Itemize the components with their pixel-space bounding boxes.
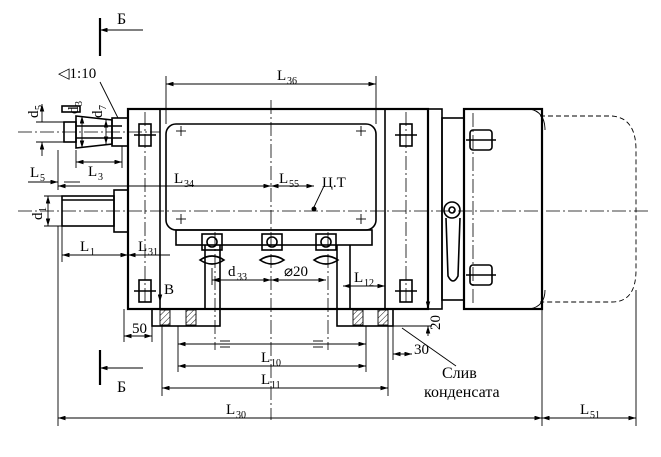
dim-d33-text: d <box>228 264 236 280</box>
taper-label: ◁1:10 <box>58 66 96 82</box>
dim-L11: L 11 <box>161 326 389 396</box>
dim-dia20-text: ⌀20 <box>284 264 308 280</box>
view-arrow-v: В <box>157 276 174 302</box>
dim-dia20: ⌀20 <box>271 264 326 283</box>
dim-L1-text: L <box>80 239 89 255</box>
view-letter-v: В <box>164 282 174 298</box>
dim-d7-text: d <box>90 110 106 118</box>
dim-L55-text: L <box>279 171 288 187</box>
dim-d1: d 1 <box>30 195 62 227</box>
dim-L30: L 30 <box>57 226 543 426</box>
electric-motor <box>427 107 637 311</box>
dim-L34-text: L <box>174 171 183 187</box>
dim-L36: L 36 <box>165 68 377 124</box>
svg-text:1: 1 <box>38 207 49 212</box>
dim-d7: d 7 <box>90 105 109 144</box>
dim-L51-text: L <box>580 402 589 418</box>
section-mark-top: Б <box>98 11 143 56</box>
dim-50: 50 <box>123 309 153 342</box>
dim-30-text: 30 <box>414 342 429 358</box>
dim-L5-text: L <box>30 165 39 181</box>
svg-text:33: 33 <box>237 272 247 283</box>
section-mark-bottom: Б <box>98 350 143 396</box>
dim-L3-text: L <box>88 164 97 180</box>
dim-L30-text: L <box>226 402 235 418</box>
dim-L31: L 31 <box>128 239 170 258</box>
dim-L36-text: L <box>277 68 286 84</box>
dim-d1-text: d <box>30 212 46 220</box>
dim-L3: L 3 <box>75 146 123 183</box>
svg-text:5: 5 <box>40 173 45 184</box>
svg-text:51: 51 <box>590 410 600 421</box>
center-of-gravity: Ц.Т <box>311 175 346 212</box>
dim-L10-text: L <box>261 350 270 366</box>
dim-L51: L 51 <box>542 290 637 426</box>
drain-label-line1: Слив <box>442 365 477 382</box>
dim-50-text: 50 <box>132 321 147 337</box>
dim-L1: L 1 <box>61 226 129 262</box>
dim-L34: L 34 <box>58 171 271 190</box>
dim-d33: d 33 <box>211 264 271 285</box>
dim-d5-text: d <box>26 110 42 118</box>
drain-label-line2: конденсата <box>424 384 500 401</box>
svg-text:11: 11 <box>271 380 281 391</box>
dim-L5: L 5 <box>28 150 80 190</box>
center-of-gravity-label: Ц.Т <box>322 175 346 191</box>
svg-text:10: 10 <box>271 358 281 369</box>
drain-plugs <box>198 233 340 265</box>
output-shaft <box>61 189 129 233</box>
section-letter-bottom: Б <box>117 379 126 396</box>
svg-text:36: 36 <box>287 76 297 87</box>
dim-d3-text: d <box>66 106 82 114</box>
svg-text:7: 7 <box>98 105 109 110</box>
dim-L11-text: L <box>261 372 270 388</box>
svg-text:5: 5 <box>34 105 45 110</box>
dim-20-text: 20 <box>428 315 444 330</box>
svg-text:30: 30 <box>236 410 246 421</box>
svg-text:3: 3 <box>98 172 103 183</box>
taper-callout: ◁1:10 <box>58 66 119 119</box>
svg-text:34: 34 <box>184 179 194 190</box>
dim-L12-text: L <box>354 270 363 286</box>
dim-L55: L 55 <box>271 171 314 190</box>
dim-30: 30 <box>392 326 429 360</box>
gearbox-body <box>126 107 430 311</box>
drain-callout: Слив конденсата <box>401 327 500 401</box>
side-bolts <box>134 123 417 303</box>
svg-text:1: 1 <box>90 247 95 258</box>
mounting-feet <box>151 245 394 327</box>
dim-L10: L 10 <box>177 326 367 372</box>
svg-text:55: 55 <box>289 179 299 190</box>
dim-L31-text: L <box>138 239 147 255</box>
dim-d5: d 5 <box>26 104 64 156</box>
section-letter-top: Б <box>117 11 126 28</box>
dim-L12: L 12 <box>343 270 385 289</box>
dim-20: 20 <box>393 300 444 336</box>
svg-text:31: 31 <box>148 247 158 258</box>
dim-d3: d 3 <box>66 101 85 148</box>
svg-text:12: 12 <box>364 278 374 289</box>
svg-text:3: 3 <box>74 101 85 106</box>
